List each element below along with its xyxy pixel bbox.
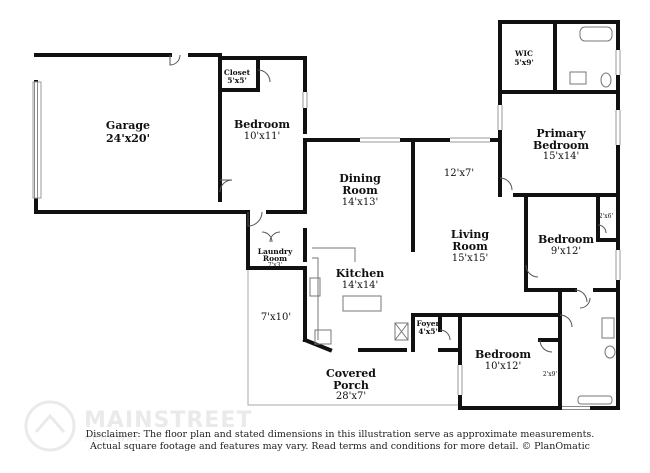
laundry-name-1: Laundry (258, 247, 293, 256)
disclaimer-line-2: Actual square footage and features may v… (90, 441, 590, 452)
foyer-dim: 4'x5' (418, 327, 438, 336)
primary-name-1: Primary (536, 127, 586, 140)
bedroom3-dim: 9'x12' (551, 246, 581, 257)
bedroom4-dim: 10'x12' (485, 361, 522, 372)
closet-dim: 5'x5' (227, 76, 247, 85)
disclaimer-line-1: Disclaimer: The floor plan and stated di… (85, 429, 595, 440)
porch-name-2: Porch (333, 379, 369, 392)
wic-name: WIC (514, 49, 533, 58)
living-name-2: Room (452, 240, 488, 253)
garage-dim: 24'x20' (106, 132, 150, 145)
living-name-1: Living (451, 228, 489, 241)
bedroom4-name: Bedroom (475, 348, 531, 361)
bedroom2-name: Bedroom (234, 118, 290, 131)
porch-dim: 28'x7' (336, 391, 366, 402)
wic-dim: 5'x9' (514, 58, 534, 67)
room-labels: Garage 24'x20' Closet 5'x5' Bedroom 10'x… (106, 49, 614, 402)
doors (169, 54, 607, 353)
bedroom2-dim: 10'x11' (244, 131, 281, 142)
laundry-dim: 7'x3' (268, 262, 283, 269)
window-lines (32, 50, 621, 395)
primary-dim: 15'x14' (543, 151, 580, 162)
patio-dim: 7'x10' (261, 312, 291, 323)
primary-name-2: Bedroom (533, 139, 589, 152)
kitchen-dim: 14'x14' (342, 280, 379, 291)
bedroom3-name: Bedroom (538, 233, 594, 246)
bath4-dim: 2'x9' (543, 371, 558, 378)
living-dim: 15'x15' (452, 253, 489, 264)
watermark-subtext: RENEWAL (84, 434, 142, 444)
closet-name: Closet (224, 68, 251, 77)
watermark-text: MAINSTREET (84, 408, 253, 433)
foyer-name: Foyer (417, 319, 441, 328)
dining-name-2: Room (342, 184, 378, 197)
house-logo-icon (24, 400, 76, 452)
fixtures (309, 26, 616, 405)
porch-name-1: Covered (326, 367, 376, 380)
dining-name-1: Dining (339, 172, 381, 185)
watermark-logo: MAINSTREET RENEWAL (22, 398, 272, 458)
garage-name: Garage (106, 119, 150, 132)
disclaimer: Disclaimer: The floor plan and stated di… (60, 429, 620, 453)
laundry-name-2: Room (263, 254, 287, 263)
bath3-dim: 2'x6' (599, 213, 614, 220)
kitchen-name: Kitchen (336, 267, 385, 280)
hall-dim: 12'x7' (444, 168, 474, 179)
dining-dim: 14'x13' (342, 197, 379, 208)
windows (34, 50, 620, 410)
